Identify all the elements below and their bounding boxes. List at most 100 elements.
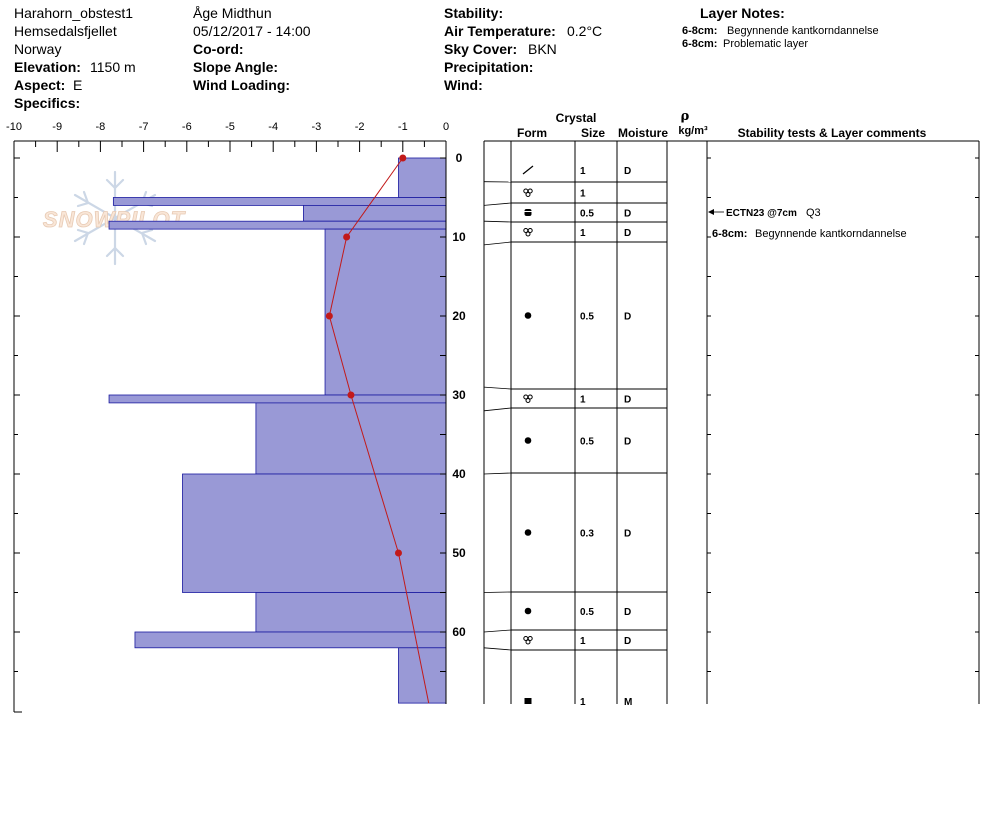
- layer-size: 1: [580, 189, 586, 200]
- layer-size: 1: [580, 395, 586, 406]
- hardness-bars: [108, 157, 447, 704]
- layer-note-range: 6-8cm:: [682, 38, 718, 50]
- x-axis-tick-label: -7: [139, 121, 149, 133]
- hardness-bar: [134, 631, 447, 649]
- layer-moisture: D: [624, 636, 631, 647]
- layer-size: 0.5: [580, 437, 594, 448]
- density-symbol: ρ: [681, 109, 690, 124]
- stability-label: Stability:: [444, 5, 504, 21]
- layer-moisture: D: [624, 228, 631, 239]
- layer-moisture: D: [624, 209, 631, 220]
- facet-part: [525, 192, 531, 197]
- layer-comment-range: 6-8cm:: [712, 228, 747, 240]
- x-axis-tick-label: 0: [443, 121, 449, 133]
- region-name: Hemsedalsfjellet: [14, 23, 117, 39]
- stability-test-label: ECTN23 @7cm: [726, 208, 797, 219]
- layer-connector: [483, 220, 512, 223]
- facet-part: [527, 228, 533, 233]
- hardness-bar: [182, 473, 447, 593]
- x-axis-tick-label: -9: [52, 121, 62, 133]
- hardness-bar: [255, 592, 447, 633]
- x-axis-tick-label: -5: [225, 121, 235, 133]
- location-name: Harahorn_obstest1: [14, 5, 134, 21]
- facet-part: [527, 394, 533, 400]
- layer-connector: [483, 647, 512, 651]
- facet-part: [525, 398, 531, 403]
- depth-tick-label: 40: [452, 467, 466, 481]
- mixed-form-icon: [524, 209, 532, 216]
- country-name: Norway: [14, 41, 62, 57]
- observation-datetime: 05/12/2017 - 14:00: [193, 23, 311, 39]
- depth-tick-label: 60: [452, 625, 466, 639]
- temperature-point: [325, 312, 333, 320]
- temperature-point: [394, 549, 402, 557]
- depth-tick-label: 50: [452, 546, 466, 560]
- melt-form-icon: [524, 698, 532, 704]
- layer-moisture: D: [624, 166, 631, 177]
- layer-connector: [483, 591, 512, 593]
- layer-note-text: Problematic layer: [723, 38, 808, 50]
- layer-connector: [483, 202, 512, 206]
- observer-name: Åge Midthun: [193, 5, 272, 21]
- faceted-crystal-icon: [523, 394, 533, 403]
- form-header: Form: [517, 126, 547, 140]
- wind-loading-label: Wind Loading:: [193, 77, 291, 93]
- moisture-header: Moisture: [618, 126, 668, 140]
- layer-moisture: D: [624, 529, 631, 540]
- elevation-value: 1150 m: [90, 59, 136, 75]
- facet-part: [525, 231, 531, 237]
- depth-tick-label: 30: [452, 388, 466, 402]
- layer-notes-title: Layer Notes:: [700, 5, 785, 21]
- density-unit: kg/m³: [678, 125, 708, 137]
- layer-note-range: 6-8cm:: [682, 25, 718, 37]
- layer-moisture: D: [624, 437, 631, 448]
- layer-size: 1: [580, 697, 586, 708]
- temperature-point: [347, 391, 355, 399]
- sky-cover-value: BKN: [528, 41, 557, 57]
- hardness-bar: [108, 220, 447, 230]
- air-temperature-value: 0.2°C: [567, 23, 603, 39]
- mixed-part: [524, 209, 532, 216]
- layer-note-text: Begynnende kantkorndannelse: [727, 25, 879, 37]
- slope-angle-label: Slope Angle:: [193, 59, 279, 75]
- rounded-grain-icon: [524, 437, 532, 444]
- aspect-value: E: [73, 77, 83, 93]
- x-axis-tick-label: -10: [6, 121, 22, 133]
- crystal-header: Crystal: [556, 111, 597, 125]
- wind-label: Wind:: [444, 77, 483, 93]
- layer-connector: [483, 407, 512, 412]
- temperature-point: [343, 233, 351, 241]
- precipitation-label: Precipitation:: [444, 59, 534, 75]
- facet-part: [527, 188, 533, 194]
- layer-size: 0.5: [580, 607, 594, 618]
- layer-moisture: M: [624, 697, 632, 708]
- snowpilot-logo: SNOWPILOT: [42, 170, 185, 266]
- x-axis-tick-label: -6: [182, 121, 192, 133]
- x-axis-tick-label: -8: [96, 121, 106, 133]
- hardness-bar: [398, 157, 447, 198]
- layer-connector: [483, 472, 512, 475]
- rounded-grain-icon: [524, 607, 532, 615]
- hardness-bar: [398, 647, 447, 704]
- stability-test-annotation: ECTN23 @7cm Q3: [708, 207, 821, 219]
- rounded-grain-icon: [524, 312, 532, 319]
- layer-moisture: D: [624, 312, 631, 323]
- depth-tick-label: 10: [452, 230, 466, 244]
- layer-comment-text: Begynnende kantkorndannelse: [755, 228, 907, 240]
- layer-comment: 6-8cm: Begynnende kantkorndannelse: [712, 228, 907, 240]
- faceted-crystal-icon: [523, 188, 533, 197]
- layer-size: 1: [580, 166, 586, 177]
- hardness-bar: [324, 228, 447, 396]
- layer-connector: [483, 386, 512, 390]
- temperature-profile: [325, 154, 430, 704]
- x-axis-tick-label: -3: [312, 121, 322, 133]
- stability-test-quality: Q3: [806, 207, 821, 219]
- x-axis-tick-label: -4: [268, 121, 278, 133]
- layer-size: 1: [580, 636, 586, 647]
- coord-label: Co-ord:: [193, 41, 244, 57]
- layer-size: 0.5: [580, 312, 594, 323]
- temperature-point: [399, 154, 407, 162]
- elevation-label: Elevation:: [14, 59, 81, 75]
